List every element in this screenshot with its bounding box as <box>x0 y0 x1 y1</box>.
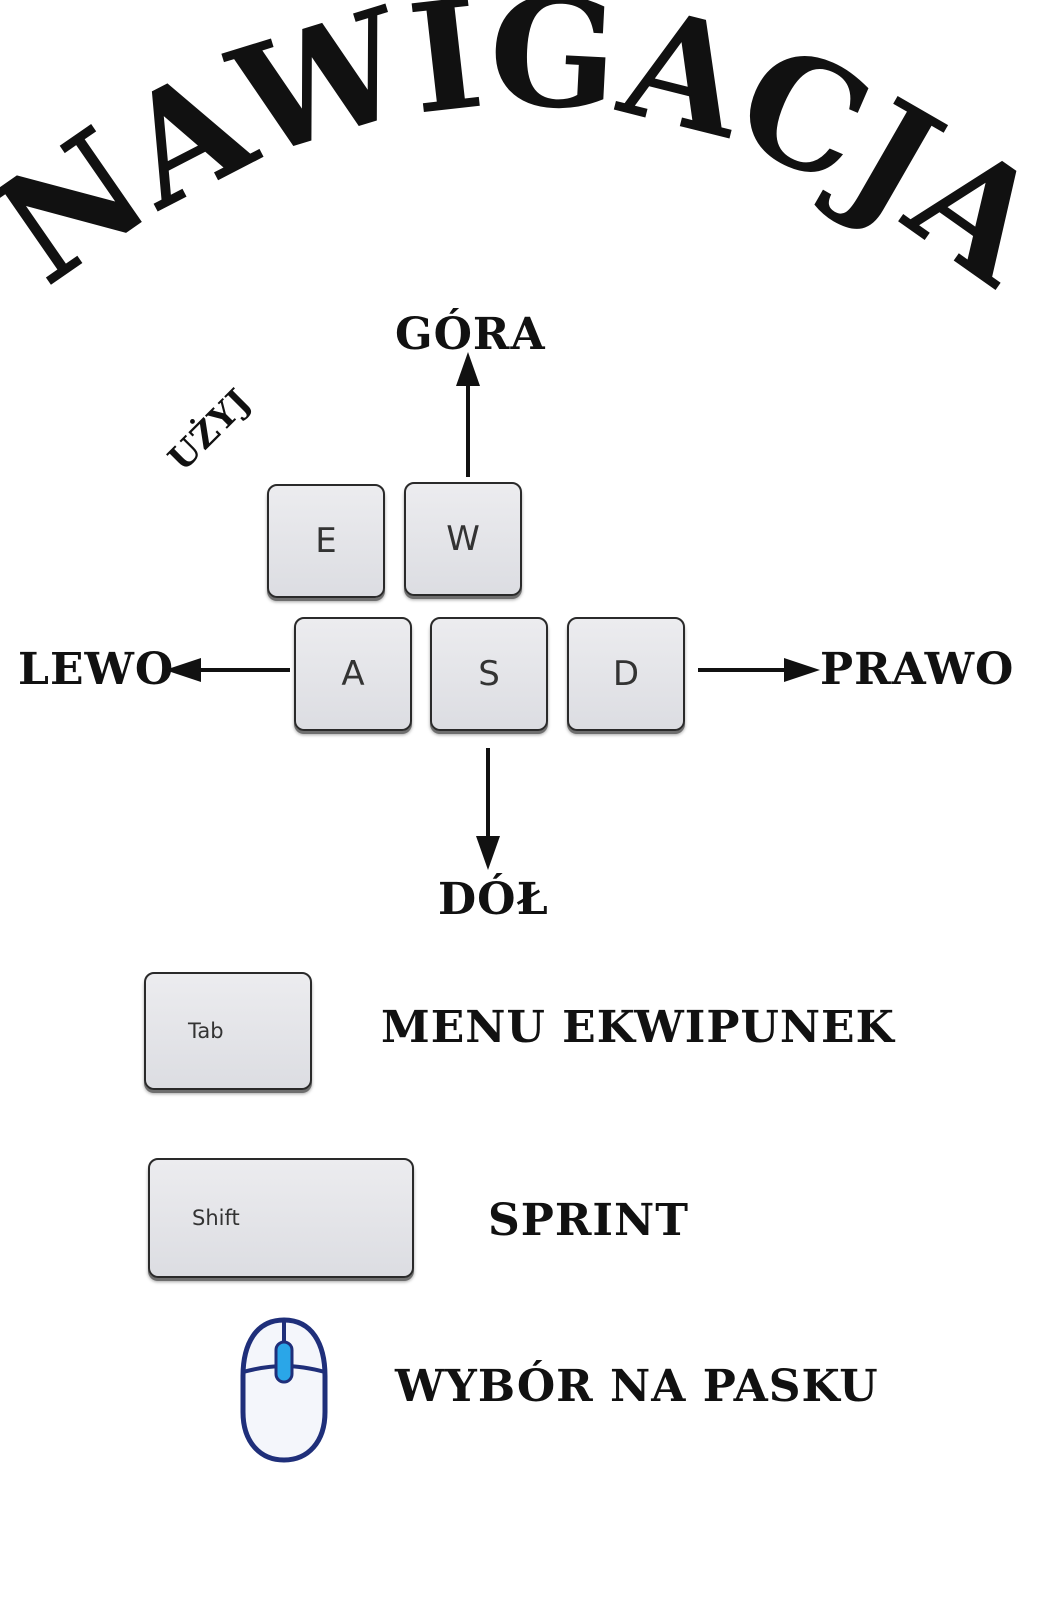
mouse-icon <box>240 1317 328 1463</box>
arrow-down-icon <box>476 748 500 870</box>
label-use: UŻYJ <box>160 380 260 480</box>
key-tab: Tab <box>144 972 312 1090</box>
key-a: A <box>294 617 412 731</box>
key-e: E <box>267 484 385 598</box>
key-shift: Shift <box>148 1158 414 1278</box>
action-tab-label: MENU EKWIPUNEK <box>381 1002 895 1053</box>
action-mouse-label: WYBÓR NA PASKU <box>395 1361 879 1412</box>
arrow-right-icon <box>698 658 820 682</box>
action-shift-label: SPRINT <box>488 1195 689 1246</box>
arrow-up-icon <box>456 352 480 477</box>
key-d: D <box>567 617 685 731</box>
arrow-left-icon <box>165 658 290 682</box>
key-s: S <box>430 617 548 731</box>
label-down: DÓŁ <box>438 874 549 925</box>
label-right: PRAWO <box>820 644 1015 695</box>
label-left: LEWO <box>18 644 175 695</box>
label-up: GÓRA <box>395 309 546 360</box>
page-title: NAWIGACJA <box>0 0 1040 300</box>
title-arc: NAWIGACJA <box>0 0 1040 300</box>
key-w: W <box>404 482 522 596</box>
